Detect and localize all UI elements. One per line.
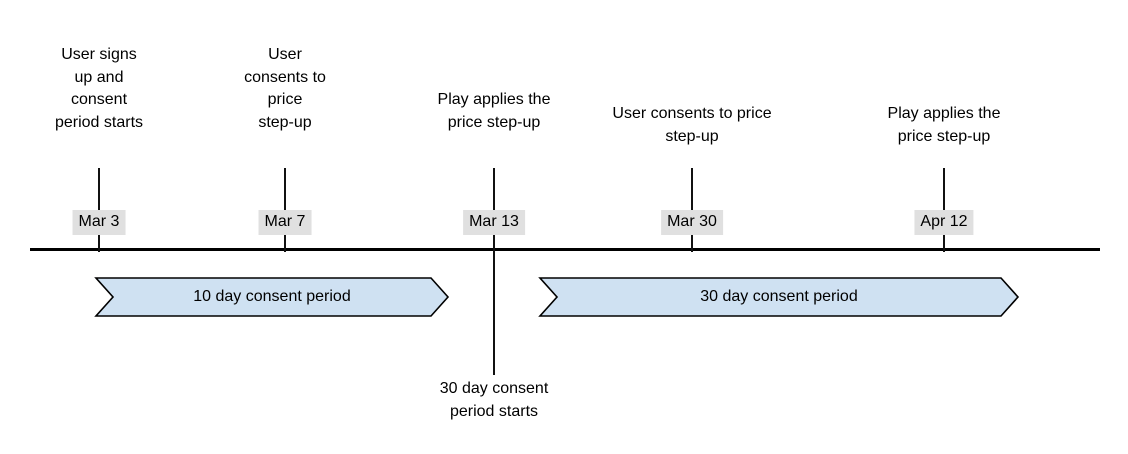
date-chip-mar-30[interactable]: Mar 30: [661, 210, 723, 235]
date-chip-apr-12[interactable]: Apr 12: [914, 210, 974, 235]
date-chip-mar-3[interactable]: Mar 3: [72, 210, 126, 235]
date-chip-mar-13[interactable]: Mar 13: [463, 210, 525, 235]
event-label-apr-12: Play applies the price step-up: [887, 105, 1001, 145]
band-ten-day-consent-period[interactable]: [94, 277, 450, 317]
note-thirty-day-consent-start: 30 day consent period starts: [439, 380, 549, 420]
event-label-mar-7: User consents to price step-up: [244, 46, 326, 131]
band-shape: [538, 277, 1020, 317]
event-label-mar-30: User consents to price step-up: [612, 105, 772, 145]
band-shape: [94, 277, 450, 317]
band-label-thirty-day: 30 day consent period: [700, 288, 858, 305]
tick-mar-13-extension: [493, 251, 495, 375]
band-label-ten-day: 10 day consent period: [193, 288, 351, 305]
event-label-mar-13: Play applies the price step-up: [437, 91, 551, 131]
band-thirty-day-consent-period[interactable]: [538, 277, 1020, 317]
event-label-mar-3: User signs up and consent period starts: [54, 46, 144, 131]
timeline-axis: [30, 248, 1100, 251]
date-chip-mar-7[interactable]: Mar 7: [258, 210, 312, 235]
